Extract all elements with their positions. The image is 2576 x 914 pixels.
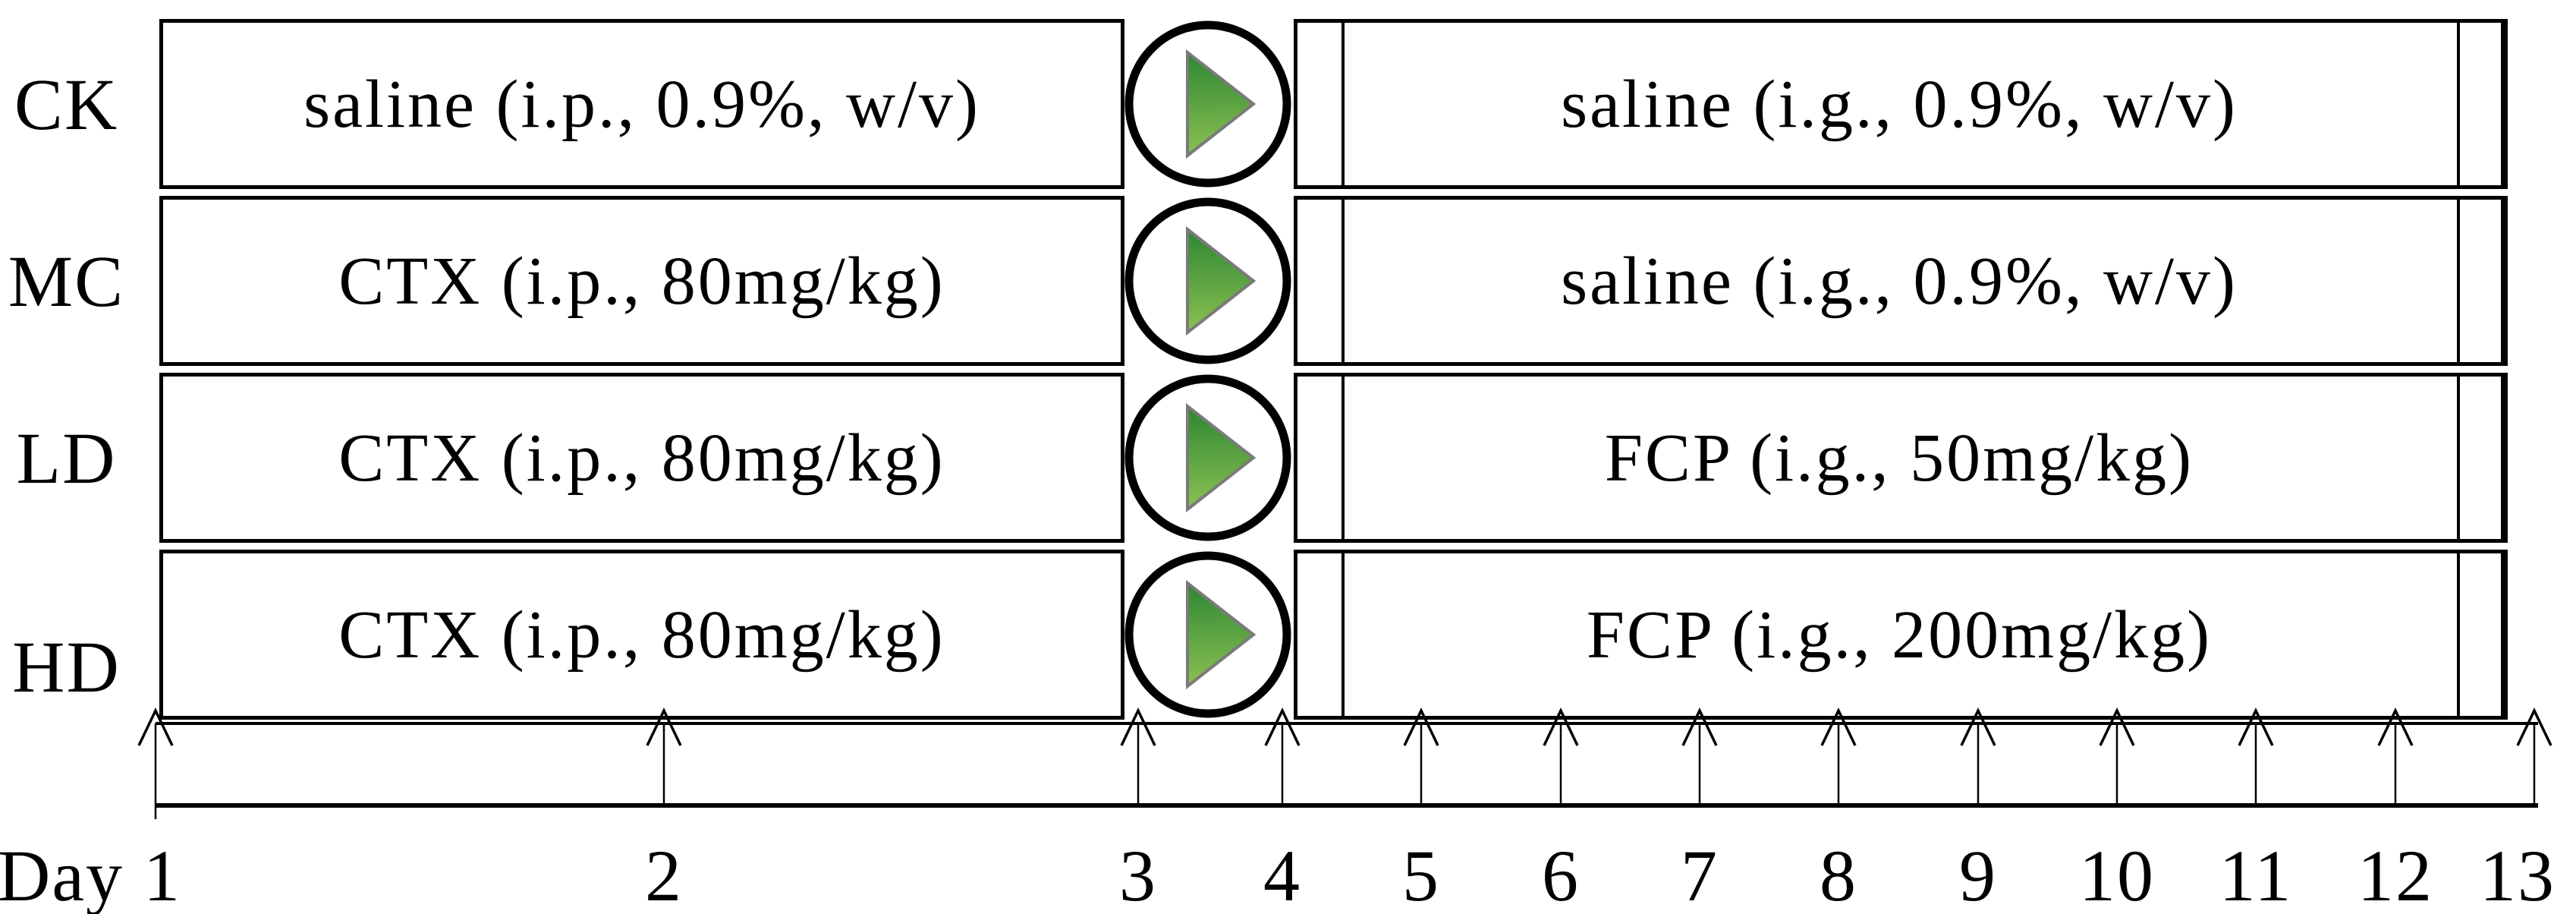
treatment-text: saline (i.g., 0.9%, w/v) (1561, 66, 2238, 142)
play-triangle (1186, 402, 1257, 513)
play-icon-svg (1124, 551, 1291, 718)
day-tick-label: 11 (2219, 835, 2293, 914)
group-label-ck: CK (14, 63, 119, 145)
day-tick-label: 3 (1119, 835, 1157, 914)
treatment-text: CTX (i.p., 80mg/kg) (338, 243, 945, 319)
box-divider-line (2457, 553, 2460, 716)
play-icon-svg (1124, 197, 1291, 364)
treatment-text: FCP (i.g., 50mg/kg) (1604, 420, 2194, 496)
day-tick-label: 2 (645, 835, 683, 914)
day-tick-label: 5 (1402, 835, 1440, 914)
treatment-box-ig-ld: FCP (i.g., 50mg/kg) (1294, 373, 2508, 543)
treatment-text: saline (i.p., 0.9%, w/v) (304, 66, 980, 142)
play-triangle (1186, 49, 1257, 159)
day-tick-label: 9 (1959, 835, 1997, 914)
treatment-box-ig-ck: saline (i.g., 0.9%, w/v) (1294, 19, 2508, 189)
play-triangle (1186, 225, 1257, 336)
treatment-box-ip-hd: CTX (i.p., 80mg/kg) (159, 550, 1124, 720)
day-tick-label: 8 (1820, 835, 1857, 914)
box-divider-line (2457, 23, 2460, 185)
day-tick-label: 13 (2480, 835, 2556, 914)
box-divider-line (1341, 23, 1345, 185)
day-tick-label: 10 (2079, 835, 2155, 914)
box-divider-line (1341, 553, 1345, 716)
play-icon-svg (1124, 374, 1291, 541)
box-divider-line (1341, 200, 1345, 362)
day-tick-label: 6 (1542, 835, 1580, 914)
play-transition-icon (1121, 17, 1295, 191)
box-divider-line (2457, 200, 2460, 362)
treatment-text: CTX (i.p., 80mg/kg) (338, 420, 945, 496)
play-icon-svg (1124, 20, 1291, 188)
treatment-box-ip-ld: CTX (i.p., 80mg/kg) (159, 373, 1124, 543)
box-divider-line (2457, 377, 2460, 539)
day-tick-label: 7 (1681, 835, 1719, 914)
treatment-box-ig-hd: FCP (i.g., 200mg/kg) (1294, 550, 2508, 720)
group-label-ld: LD (16, 417, 117, 499)
treatment-box-ip-ck: saline (i.p., 0.9%, w/v) (159, 19, 1124, 189)
treatment-text: FCP (i.g., 200mg/kg) (1586, 597, 2213, 673)
day-tick-label: 12 (2357, 835, 2433, 914)
group-label-mc: MC (8, 240, 125, 322)
box-divider-line (1341, 377, 1345, 539)
play-transition-icon (1121, 547, 1295, 722)
day-tick-label: Day 1 (0, 835, 181, 914)
treatment-text: CTX (i.p., 80mg/kg) (338, 597, 945, 673)
group-label-hd: HD (12, 626, 121, 708)
play-transition-icon (1121, 194, 1295, 368)
treatment-box-ig-mc: saline (i.g., 0.9%, w/v) (1294, 196, 2508, 366)
up-arrow-icon (2516, 707, 2552, 746)
treatment-text: saline (i.g., 0.9%, w/v) (1561, 243, 2238, 319)
play-triangle (1186, 579, 1257, 690)
play-transition-icon (1121, 370, 1295, 545)
day-tick-label: 4 (1263, 835, 1301, 914)
treatment-box-ip-mc: CTX (i.p., 80mg/kg) (159, 196, 1124, 366)
